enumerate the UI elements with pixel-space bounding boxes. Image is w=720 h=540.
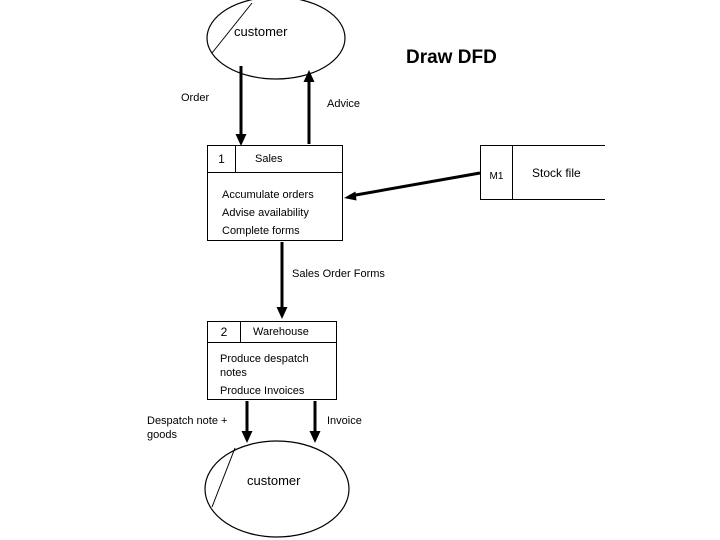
order-flow-label: Order: [181, 92, 210, 104]
sales-action: Accumulate orders: [222, 189, 314, 201]
invoice-flow-label: Invoice: [327, 415, 362, 427]
order-flow-arrowhead: [235, 134, 247, 146]
sales-action: Advise availability: [222, 207, 309, 219]
sales-order-forms-flow-label: Sales Order Forms: [292, 268, 385, 280]
warehouse-process-body: Produce despatch notes Produce Invoices: [208, 343, 338, 398]
despatch-flow-label: Despatch note + goods: [147, 415, 228, 441]
sales-order-forms-flow-arrowhead: [276, 307, 288, 319]
warehouse-process-number: 2: [208, 322, 241, 342]
customer-bottom-duplicate-marker: [211, 447, 236, 508]
despatch-flow-arrowhead: [241, 431, 253, 443]
warehouse-process-name: Warehouse: [253, 326, 309, 338]
customer-bottom-ellipse: [204, 440, 350, 538]
advice-flow-label: Advice: [327, 98, 361, 110]
sales-process-number: 1: [208, 146, 236, 172]
stock-file-store-name: Stock file: [532, 165, 581, 180]
warehouse-action: Produce despatch notes: [220, 353, 309, 379]
sales-process-body: Accumulate orders Advise availability Co…: [208, 173, 342, 238]
customer-bottom-label: customer: [247, 473, 301, 488]
slide-title: Draw DFD: [406, 47, 497, 68]
stock-lookup-flow-arrowhead: [344, 191, 357, 201]
warehouse-action: Produce Invoices: [220, 385, 305, 397]
sales-action: Complete forms: [222, 225, 300, 237]
sales-process-header: 1 Sales: [208, 146, 342, 173]
sales-process-name: Sales: [255, 153, 283, 165]
warehouse-process-header: 2 Warehouse: [208, 322, 336, 343]
stock-file-store-id: M1: [481, 146, 513, 199]
warehouse-process-box: 2 Warehouse Produce despatch notes Produ…: [207, 321, 337, 400]
customer-top-label: customer: [234, 24, 288, 39]
customer-top-ellipse: [206, 0, 346, 80]
sales-process-box: 1 Sales Accumulate orders Advise availab…: [207, 145, 343, 241]
stock-lookup-flow-line: [349, 171, 481, 198]
customer-top-duplicate-marker: [211, 2, 253, 54]
advice-flow-arrowhead: [303, 70, 315, 82]
invoice-flow-arrowhead: [309, 431, 321, 443]
stock-file-data-store: M1 Stock file: [480, 145, 605, 200]
